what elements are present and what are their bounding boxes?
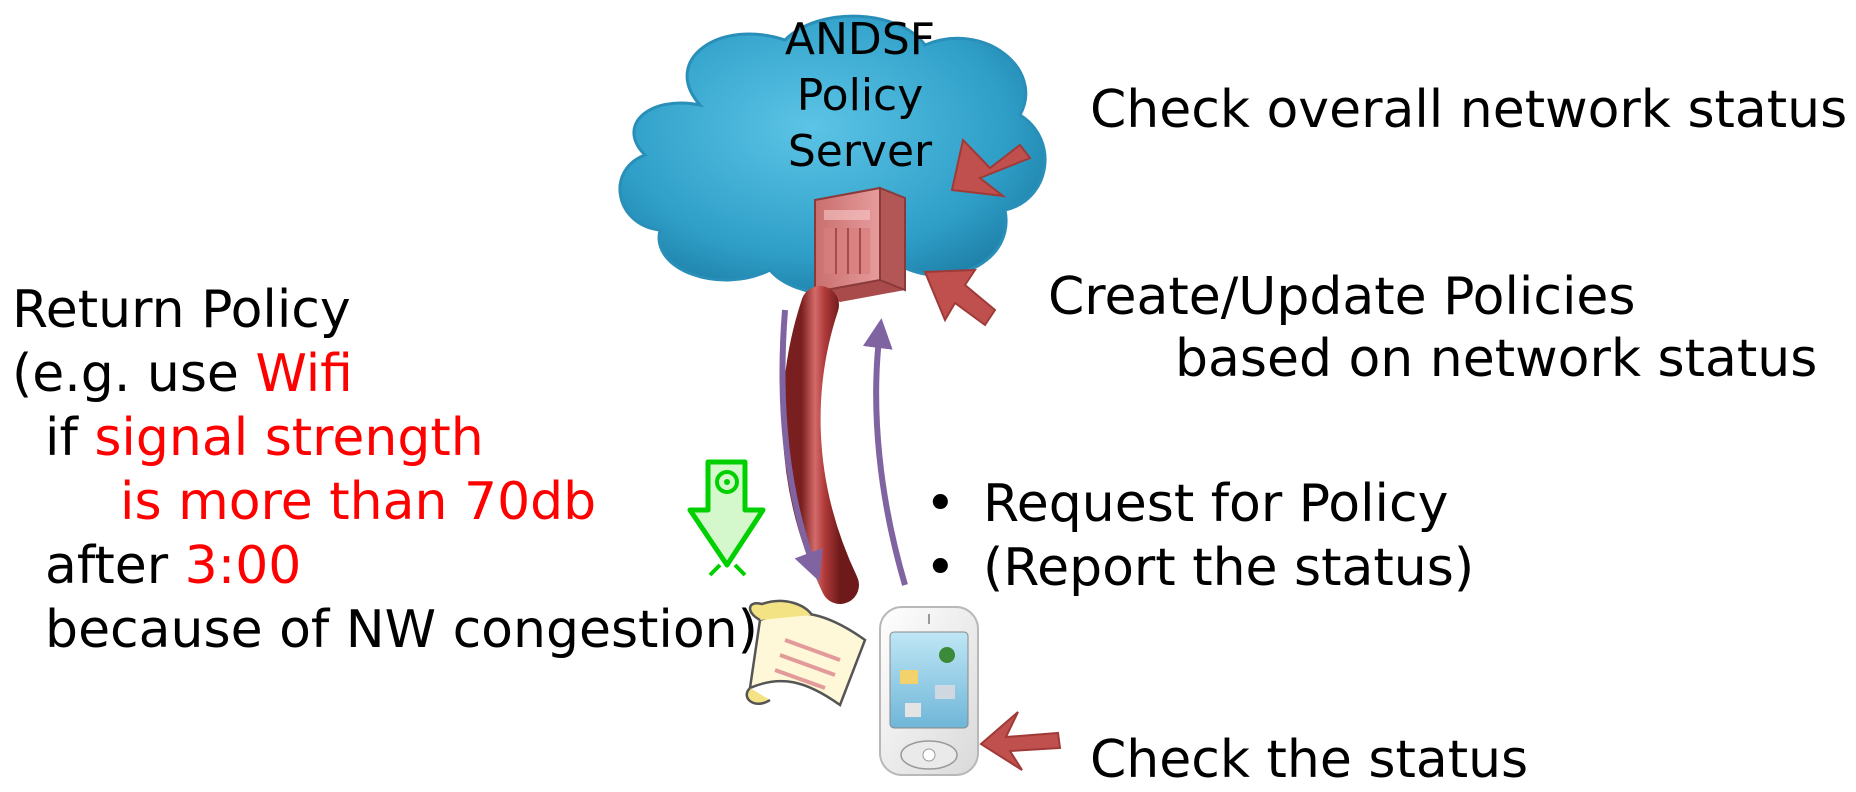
request-bullets: Request for Policy (Report the status): [925, 472, 1474, 600]
cloud-icon: [618, 14, 1047, 296]
cloud-title-line3: Server: [787, 126, 933, 177]
callout-arrow-check-status: [979, 711, 1062, 771]
flow-arrow-down: [779, 309, 823, 582]
mobile-phone-icon: [879, 606, 979, 776]
return-policy-line5: after 3:00: [12, 534, 301, 598]
return-policy-line3: if signal strength: [12, 406, 484, 470]
label-create-update-line1: Create/Update Policies: [1048, 267, 1636, 327]
server-icon: [814, 186, 906, 302]
label-create-update-line2: based on network status: [1175, 329, 1818, 389]
return-policy-line2: (e.g. use Wifi: [12, 342, 353, 406]
return-policy-title: Return Policy: [12, 280, 351, 340]
cloud-title: ANDSF Policy Server: [735, 12, 985, 180]
label-check-status: Check the status: [1090, 730, 1529, 790]
bullet-request-policy: Request for Policy: [925, 472, 1474, 536]
cloud-title-line2: Policy: [796, 70, 924, 121]
return-policy-line2-prefix: (e.g. use: [12, 344, 256, 404]
connection-pipe: [782, 286, 859, 604]
bullet-report-status: (Report the status): [925, 536, 1474, 600]
label-check-overall: Check overall network status: [1090, 80, 1848, 140]
download-arrow-icon: [687, 459, 766, 577]
policy-scroll-icon: [745, 599, 867, 707]
flow-arrow-up: [862, 318, 908, 586]
cloud-title-line1: ANDSF: [784, 14, 936, 65]
return-policy-reason: because of NW congestion): [12, 600, 758, 660]
return-policy-threshold: is more than 70db: [120, 472, 597, 532]
callout-arrow-check-overall: [950, 137, 1032, 198]
callout-arrow-create-update: [923, 268, 997, 327]
return-policy-time: 3:00: [184, 536, 302, 596]
return-policy-line5-prefix: after: [12, 536, 185, 596]
return-policy-signal-strength: signal strength: [94, 408, 484, 468]
return-policy-line3-prefix: if: [12, 408, 95, 468]
return-policy-wifi: Wifi: [255, 344, 353, 404]
